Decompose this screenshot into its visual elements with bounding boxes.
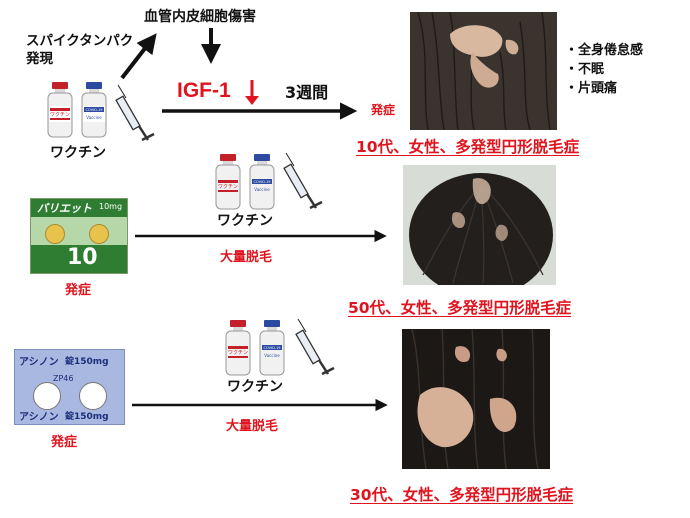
vial-blue: COVID-19 Vaccine xyxy=(81,82,107,138)
top-photo-art xyxy=(410,12,557,130)
svg-text:COVID-19: COVID-19 xyxy=(254,180,271,184)
svg-text:Vaccine: Vaccine xyxy=(86,115,102,120)
symptom-item: ・全身倦怠感 xyxy=(565,43,644,58)
acinon-name: アシノン xyxy=(19,357,59,368)
igf-down-arrow-head xyxy=(245,96,259,105)
bottom-caption: 30代、女性、多発型円形脱毛症 xyxy=(350,486,574,504)
igf-label: IGF-1 xyxy=(177,79,231,102)
bariet-name: バリエット xyxy=(37,202,92,215)
symptom-list: ・全身倦怠感 ・不眠 ・片頭痛 xyxy=(565,41,643,98)
bottom-syringe-icon xyxy=(295,318,335,376)
middle-caption: 50代、女性、多発型円形脱毛症 xyxy=(348,299,572,317)
bariet-tablet xyxy=(45,224,65,244)
bariet-big-number: 10 xyxy=(67,245,98,270)
acinon-tablet xyxy=(33,382,61,410)
bottom-vaccine-label: ワクチン xyxy=(227,379,283,395)
bariet-dose: 10mg xyxy=(99,202,123,211)
svg-text:COVID-19: COVID-19 xyxy=(264,346,281,350)
bottom-onset-label: 発症 xyxy=(51,435,78,450)
bariet-package: バリエット 10mg 10 xyxy=(30,198,128,274)
bottom-hair-loss-photo xyxy=(402,329,550,469)
acinon-name-bottom: アシノン xyxy=(19,412,59,423)
top-vaccine-vials: ワクチン COVID-19 Vaccine xyxy=(44,80,112,140)
bariet-header xyxy=(31,199,127,217)
top-caption: 10代、女性、多発型円形脱毛症 xyxy=(356,138,580,156)
endothelial-label: 血管内皮細胞傷害 xyxy=(144,9,256,25)
svg-text:Vaccine: Vaccine xyxy=(264,353,280,358)
spike-label-line2: 発現 xyxy=(26,51,53,67)
middle-vaccine-vials: ワクチン COVID-19 Vaccine xyxy=(212,152,280,212)
top-syringe-icon xyxy=(115,84,155,142)
middle-vaccine-label: ワクチン xyxy=(217,213,273,229)
bariet-footer xyxy=(31,245,127,273)
middle-onset-label: 発症 xyxy=(65,283,92,298)
bottom-photo-art xyxy=(402,329,550,469)
top-hair-loss-photo xyxy=(410,12,557,130)
acinon-tablet xyxy=(79,382,107,410)
bariet-tablet xyxy=(89,224,109,244)
middle-hair-loss-label: 大量脱毛 xyxy=(220,250,273,265)
svg-text:ワクチン: ワクチン xyxy=(50,112,70,118)
top-vaccine-label: ワクチン xyxy=(50,145,106,161)
middle-syringe-icon xyxy=(283,152,323,210)
svg-text:ワクチン: ワクチン xyxy=(228,350,248,356)
svg-text:COVID-19: COVID-19 xyxy=(86,108,103,112)
vials-illustration: ワクチン COVID-19 Vaccine xyxy=(225,320,285,376)
top-onset-label: 発症 xyxy=(371,103,396,117)
vials-illustration: ワクチン COVID-19 Vaccine xyxy=(215,154,275,210)
middle-photo-art xyxy=(403,165,556,285)
symptom-item: ・片頭痛 xyxy=(565,81,618,96)
acinon-code: ZP46 xyxy=(53,374,74,383)
svg-text:Vaccine: Vaccine xyxy=(254,187,270,192)
svg-text:ワクチン: ワクチン xyxy=(218,184,238,190)
acinon-dose-bottom: 錠150mg xyxy=(65,412,109,422)
weeks-label: 3週間 xyxy=(285,83,329,102)
vial-red: ワクチン xyxy=(47,82,73,138)
spike-label-line1: スパイクタンパク xyxy=(26,33,134,49)
bottom-hair-loss-label: 大量脱毛 xyxy=(226,419,279,434)
spike-arrow xyxy=(120,33,157,80)
acinon-package: アシノン 錠150mg ZP46 アシノン 錠150mg xyxy=(14,349,125,425)
symptom-item: ・不眠 xyxy=(565,62,605,77)
bottom-vaccine-vials: ワクチン COVID-19 Vaccine xyxy=(222,318,290,378)
middle-hair-loss-photo xyxy=(403,165,556,285)
acinon-dose: 錠150mg xyxy=(65,357,109,367)
vials-illustration: ワクチン COVID-19 Vaccine xyxy=(47,82,107,138)
